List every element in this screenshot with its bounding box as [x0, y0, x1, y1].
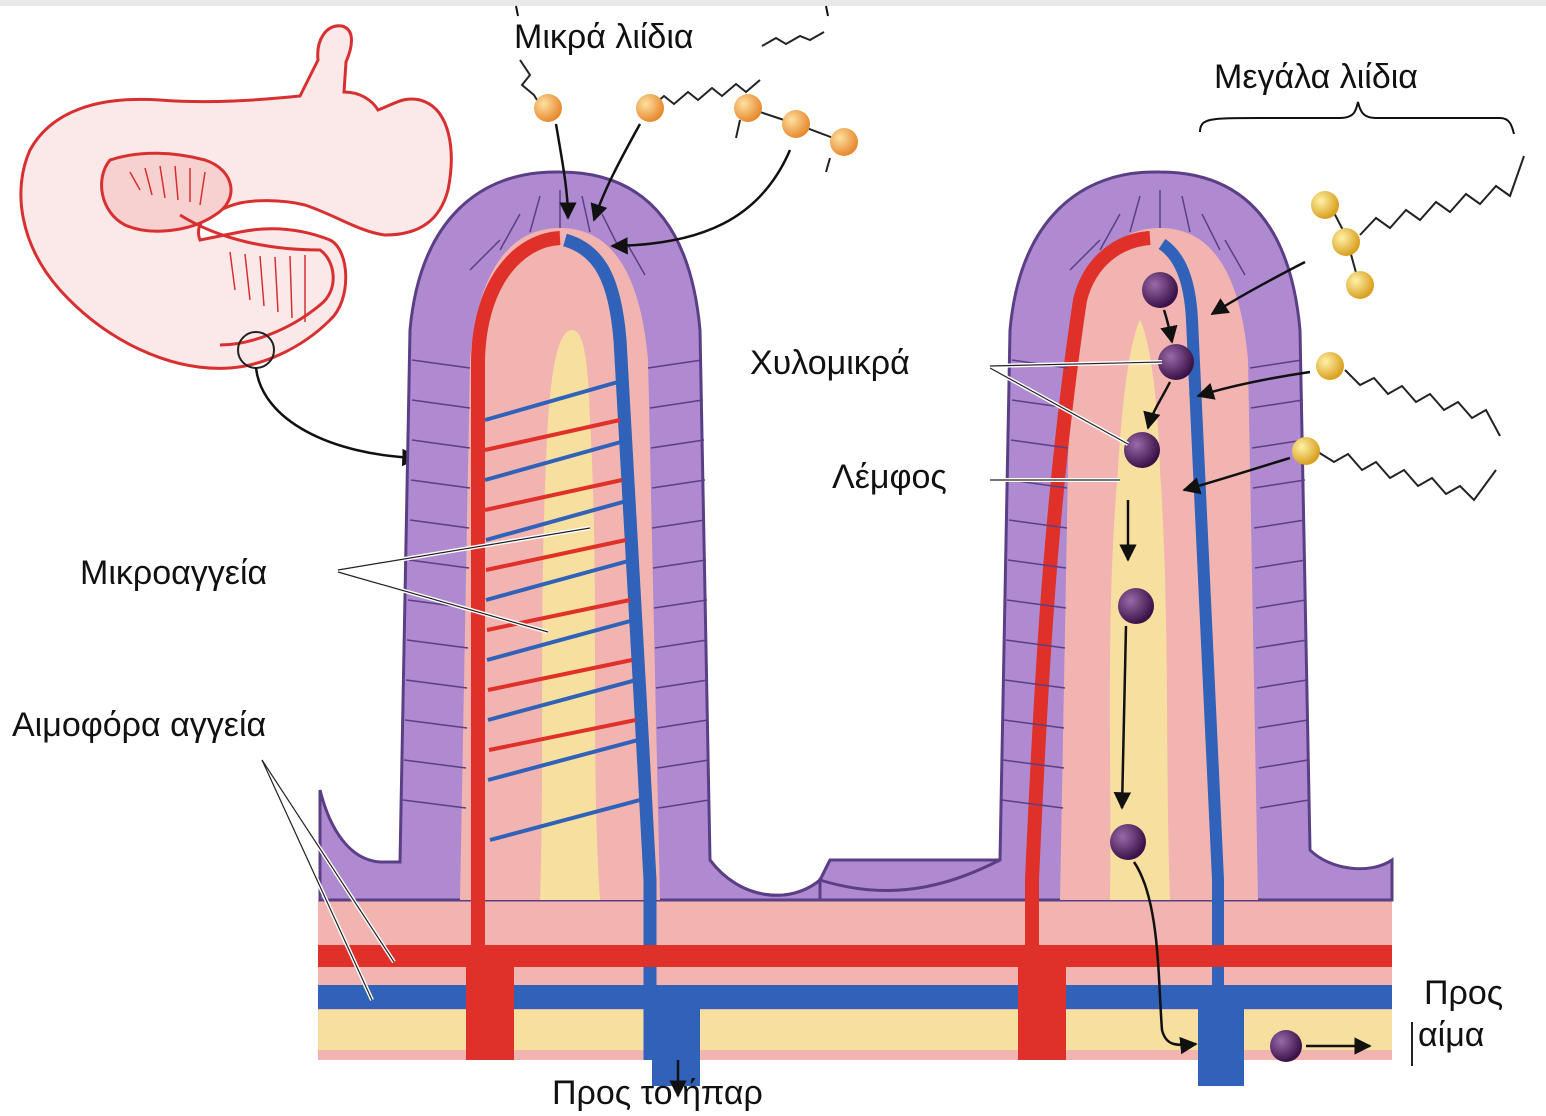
- descending-artery-left: [466, 960, 514, 1060]
- label-blood-vessels: Αιμοφόρα αγγεία: [12, 708, 266, 742]
- small-lipids-zigzag: [762, 32, 824, 46]
- chylomicron: [1142, 272, 1178, 308]
- large-lipid-chains: [1318, 156, 1524, 500]
- large-lipid-ball: [1332, 228, 1360, 256]
- label-to-blood-line2: αίμα: [1418, 1018, 1484, 1052]
- label-small-lipids: Μικρά λιίδια: [514, 20, 694, 54]
- small-lipid-ball: [534, 94, 562, 122]
- label-lymph: Λέμφος: [832, 460, 947, 494]
- duodenum-inner: [102, 153, 231, 231]
- small-lipid-ball: [734, 94, 762, 122]
- small-lipids-bracket: [516, 6, 828, 16]
- label-large-lipids: Μεγάλα λιίδια: [1214, 60, 1418, 94]
- chylomicron: [1124, 432, 1160, 468]
- small-lipid-ball: [636, 94, 664, 122]
- chylomicron: [1270, 1030, 1302, 1062]
- chylomicron: [1110, 824, 1146, 860]
- large-lipid-ball: [1311, 191, 1339, 219]
- descending-vein-right: [1198, 990, 1244, 1086]
- villus-left-epithelium: [320, 172, 1020, 900]
- large-lipids-bracket: [1200, 102, 1514, 134]
- large-lipid-ball: [1292, 437, 1320, 465]
- small-lipid-ball: [782, 110, 810, 138]
- chylomicron: [1158, 344, 1194, 380]
- label-capillaries: Μικροαγγεία: [80, 556, 267, 590]
- descending-artery-right: [1018, 960, 1066, 1060]
- label-to-blood-line1: Προς: [1424, 976, 1503, 1010]
- large-lipid-ball: [1346, 271, 1374, 299]
- large-lipid-ball: [1316, 352, 1344, 380]
- small-lipid-ball: [830, 128, 858, 156]
- magnify-arrow: [256, 368, 418, 458]
- label-chylomicrons: Χυλομικρά: [750, 346, 910, 380]
- stomach-intestine-sketch: [21, 26, 451, 369]
- label-to-liver: Προς το ήπαρ: [552, 1076, 763, 1110]
- chylomicron: [1118, 588, 1154, 624]
- descending-vein-left: [652, 990, 700, 1086]
- esophagus: [21, 26, 451, 369]
